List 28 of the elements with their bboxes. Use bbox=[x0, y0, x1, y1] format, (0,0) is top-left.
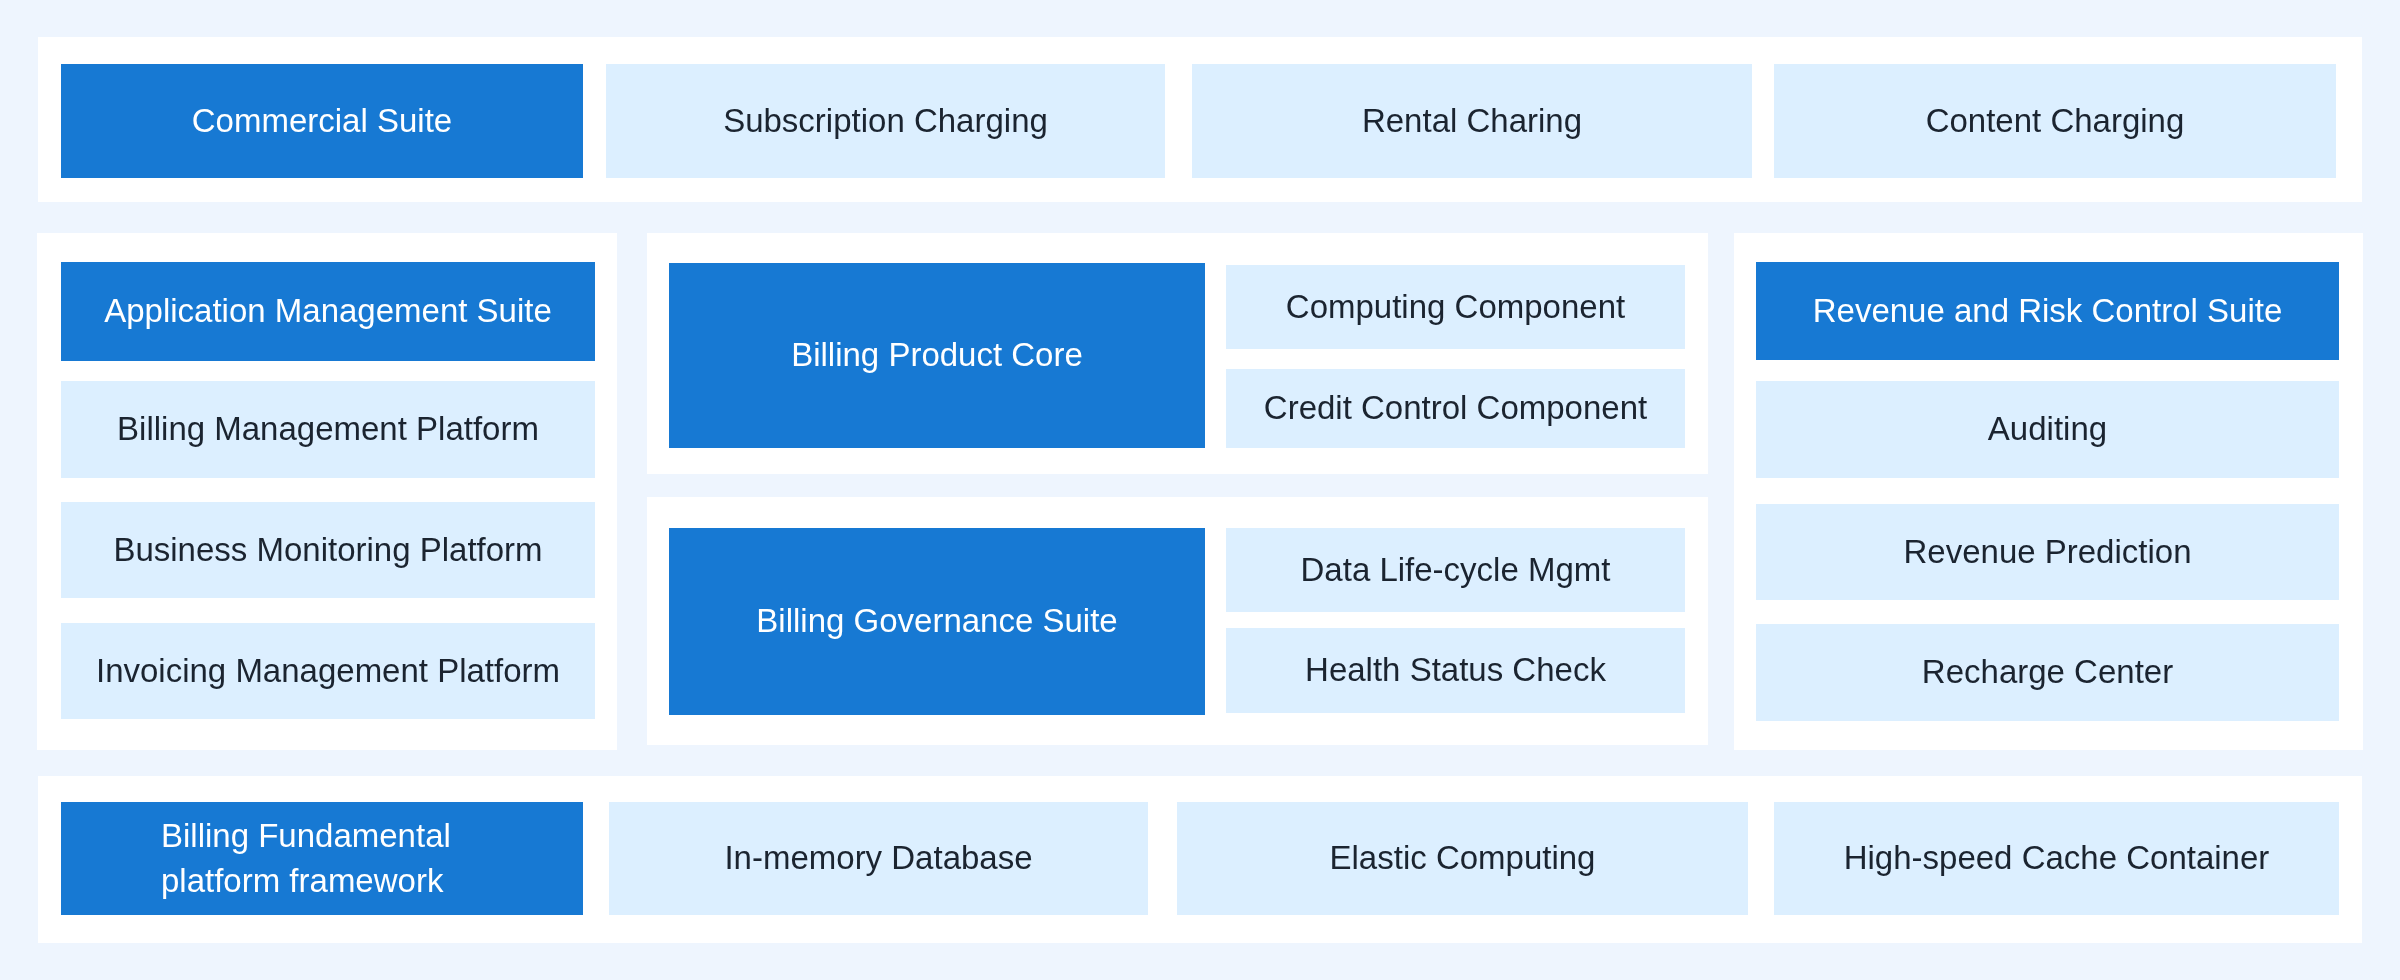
group-panel bbox=[647, 497, 1708, 745]
suite-box: Commercial Suite bbox=[61, 64, 583, 178]
suite-box: Billing Fundamental platform framework bbox=[61, 802, 583, 915]
module-box: Health Status Check bbox=[1226, 628, 1685, 713]
group-panel bbox=[647, 233, 1708, 474]
group-panel bbox=[38, 776, 2362, 943]
group-panel bbox=[1734, 233, 2363, 750]
module-box: Invoicing Management Platform bbox=[61, 623, 595, 719]
module-box: Credit Control Component bbox=[1226, 369, 1685, 448]
module-box: Business Monitoring Platform bbox=[61, 502, 595, 598]
suite-box: Billing Product Core bbox=[669, 263, 1205, 448]
suite-box: Application Management Suite bbox=[61, 262, 595, 361]
module-box: Rental Charing bbox=[1192, 64, 1752, 178]
module-box: Content Charging bbox=[1774, 64, 2336, 178]
module-box: Computing Component bbox=[1226, 265, 1685, 349]
module-box: Auditing bbox=[1756, 381, 2339, 478]
module-box: Elastic Computing bbox=[1177, 802, 1748, 915]
module-box: High-speed Cache Container bbox=[1774, 802, 2339, 915]
module-box: In-memory Database bbox=[609, 802, 1148, 915]
module-box: Revenue Prediction bbox=[1756, 504, 2339, 600]
suite-box: Revenue and Risk Control Suite bbox=[1756, 262, 2339, 360]
module-box: Data Life-cycle Mgmt bbox=[1226, 528, 1685, 612]
module-box: Subscription Charging bbox=[606, 64, 1165, 178]
suite-box: Billing Governance Suite bbox=[669, 528, 1205, 715]
group-panel bbox=[38, 37, 2362, 202]
module-box: Recharge Center bbox=[1756, 624, 2339, 721]
group-panel bbox=[37, 233, 617, 750]
module-box: Billing Management Platform bbox=[61, 381, 595, 478]
